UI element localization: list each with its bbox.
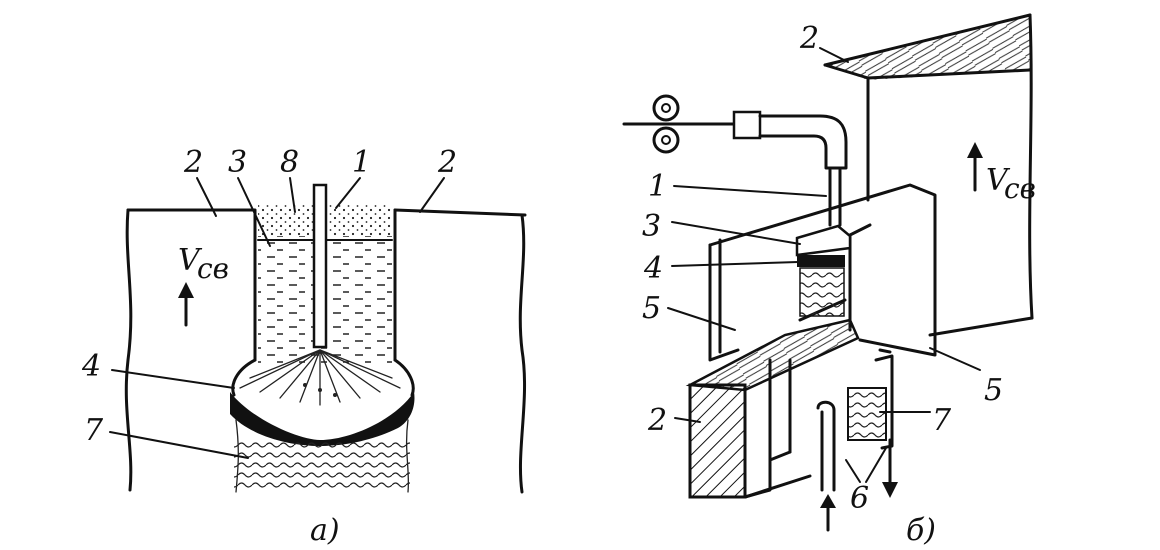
velocity-symbol-b: V [986, 163, 1011, 198]
metal-pool-spray [239, 349, 401, 406]
label-plate-top: 2 [799, 21, 819, 56]
figure-b: V св 2 1 3 4 5 2 5 7 6 б) [622, 13, 1036, 548]
weld-metal [234, 419, 410, 493]
label-water-pipes: 6 [850, 481, 869, 516]
caption-a: а) [310, 513, 340, 548]
label-electrode-b: 1 [648, 169, 667, 204]
velocity-subscript-b: св [1004, 172, 1036, 205]
leader-lines-a [109, 177, 445, 459]
weld-seam-b [799, 267, 845, 317]
label-slag: 3 [228, 145, 247, 180]
label-plate-right: 2 [437, 145, 457, 180]
electrode-wire [312, 183, 328, 349]
slag-block [795, 224, 852, 257]
rear-base-plate [823, 13, 1034, 337]
velocity-subscript: св [197, 252, 229, 285]
front-base-plate [685, 318, 860, 499]
right-base-plate [393, 208, 527, 494]
welding-velocity-marker: V св [178, 243, 229, 327]
cooling-shoe-rear [847, 348, 894, 450]
label-plate-front: 2 [647, 403, 667, 438]
water-pipes [816, 400, 898, 532]
label-shoe-right: 5 [984, 373, 1003, 408]
pool-outline [231, 358, 415, 397]
feed-rollers [622, 94, 736, 154]
label-electrode: 1 [352, 145, 371, 180]
label-shoe-left: 5 [642, 291, 661, 326]
label-fusion-line: 4 [81, 349, 101, 384]
fusion-crescent [230, 392, 415, 446]
electrode-guide-tube [732, 110, 848, 227]
leader-lines-b [667, 47, 981, 423]
caption-b: б) [906, 513, 936, 548]
label-weld-metal-b: 7 [932, 403, 952, 438]
label-weld-metal: 7 [84, 413, 104, 448]
label-plate-left: 2 [183, 145, 203, 180]
label-pool-b: 4 [643, 251, 663, 286]
left-base-plate [124, 208, 257, 492]
label-flux: 8 [280, 145, 299, 180]
figure-a: V св 2 3 8 1 2 4 7 а) [81, 145, 527, 548]
label-slag-b: 3 [642, 209, 661, 244]
velocity-symbol: V [178, 243, 203, 278]
welding-velocity-marker-b: V св [967, 142, 1036, 205]
metal-pool [797, 255, 845, 267]
